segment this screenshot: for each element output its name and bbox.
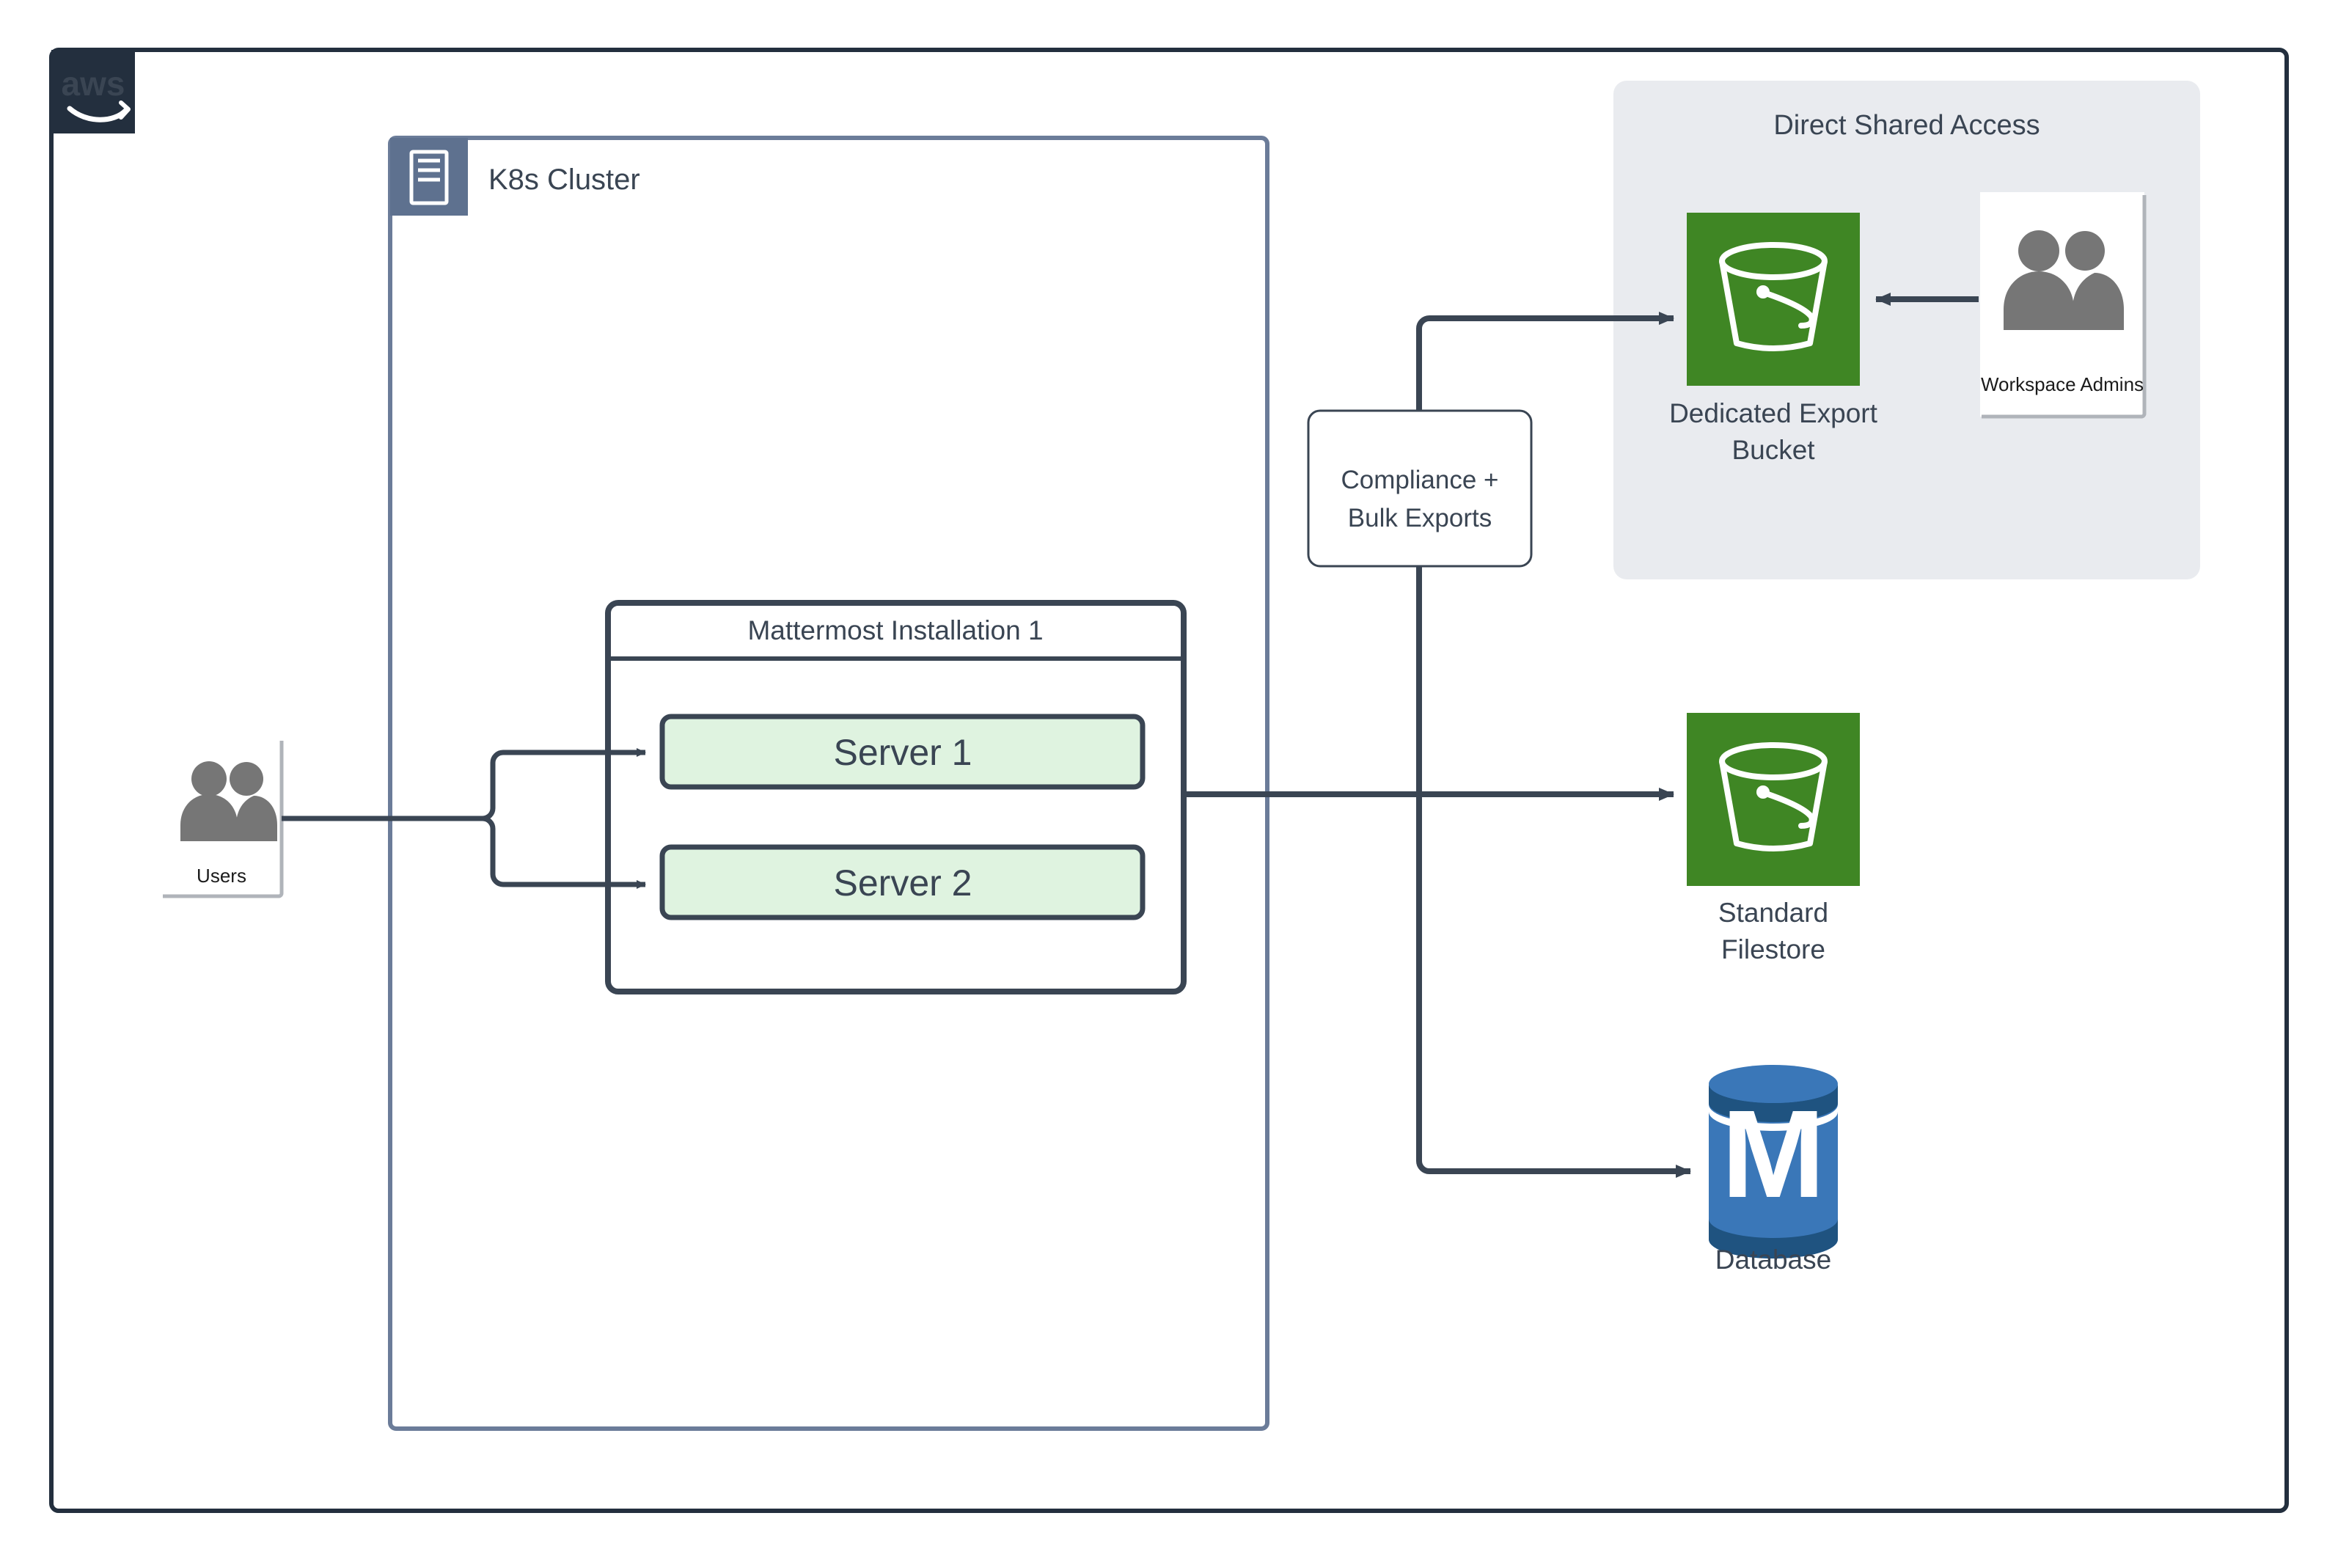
workspace-admins-node[interactable]: Workspace Admins <box>1980 192 2147 419</box>
aws-logo: aws <box>51 50 135 133</box>
connector-users-to-servers <box>282 748 646 889</box>
database-glyph: M <box>1721 1085 1825 1224</box>
compliance-label-line1: Compliance + <box>1341 466 1499 494</box>
server-rack-icon <box>409 150 449 205</box>
connector-compliance-to-database <box>1416 566 1691 1178</box>
compliance-label-line2: Bulk Exports <box>1348 504 1492 532</box>
server-2-node[interactable]: Server 2 <box>659 844 1146 920</box>
filestore-label-line2: Filestore <box>1721 934 1825 964</box>
s3-bucket-icon <box>1719 742 1828 851</box>
filestore-label-line1: Standard <box>1718 898 1828 928</box>
database-node[interactable]: M Database <box>1709 1065 1838 1275</box>
database-cylinder-icon: M <box>1709 1065 1838 1259</box>
server-2-label: Server 2 <box>834 862 972 904</box>
dedicated-export-bucket-node[interactable]: Dedicated Export Bucket <box>1669 213 1878 465</box>
users-icon <box>2004 230 2124 330</box>
workspace-admins-label: Workspace Admins <box>1981 373 2144 395</box>
installation-title: Mattermost Installation 1 <box>747 615 1043 645</box>
k8s-cluster-label: K8s Cluster <box>488 164 640 196</box>
s3-bucket-icon <box>1719 242 1828 351</box>
database-label: Database <box>1715 1245 1831 1275</box>
export-bucket-label-line2: Bucket <box>1731 435 1815 465</box>
standard-filestore-node[interactable]: Standard Filestore <box>1687 713 1860 964</box>
compliance-bulk-exports-node[interactable]: Compliance + Bulk Exports <box>1307 409 1533 568</box>
direct-shared-access-label: Direct Shared Access <box>1773 110 2040 141</box>
connector-compliance-to-export-bucket <box>1416 312 1674 411</box>
users-icon <box>180 761 277 841</box>
users-node[interactable]: Users <box>163 741 284 898</box>
export-bucket-label-line1: Dedicated Export <box>1669 398 1878 428</box>
users-label: Users <box>197 865 246 887</box>
server-1-label: Server 1 <box>834 732 972 773</box>
aws-logo-text: aws <box>62 65 125 103</box>
mattermost-installation-box: Mattermost Installation 1 <box>605 600 1187 994</box>
server-1-node[interactable]: Server 1 <box>659 714 1146 790</box>
